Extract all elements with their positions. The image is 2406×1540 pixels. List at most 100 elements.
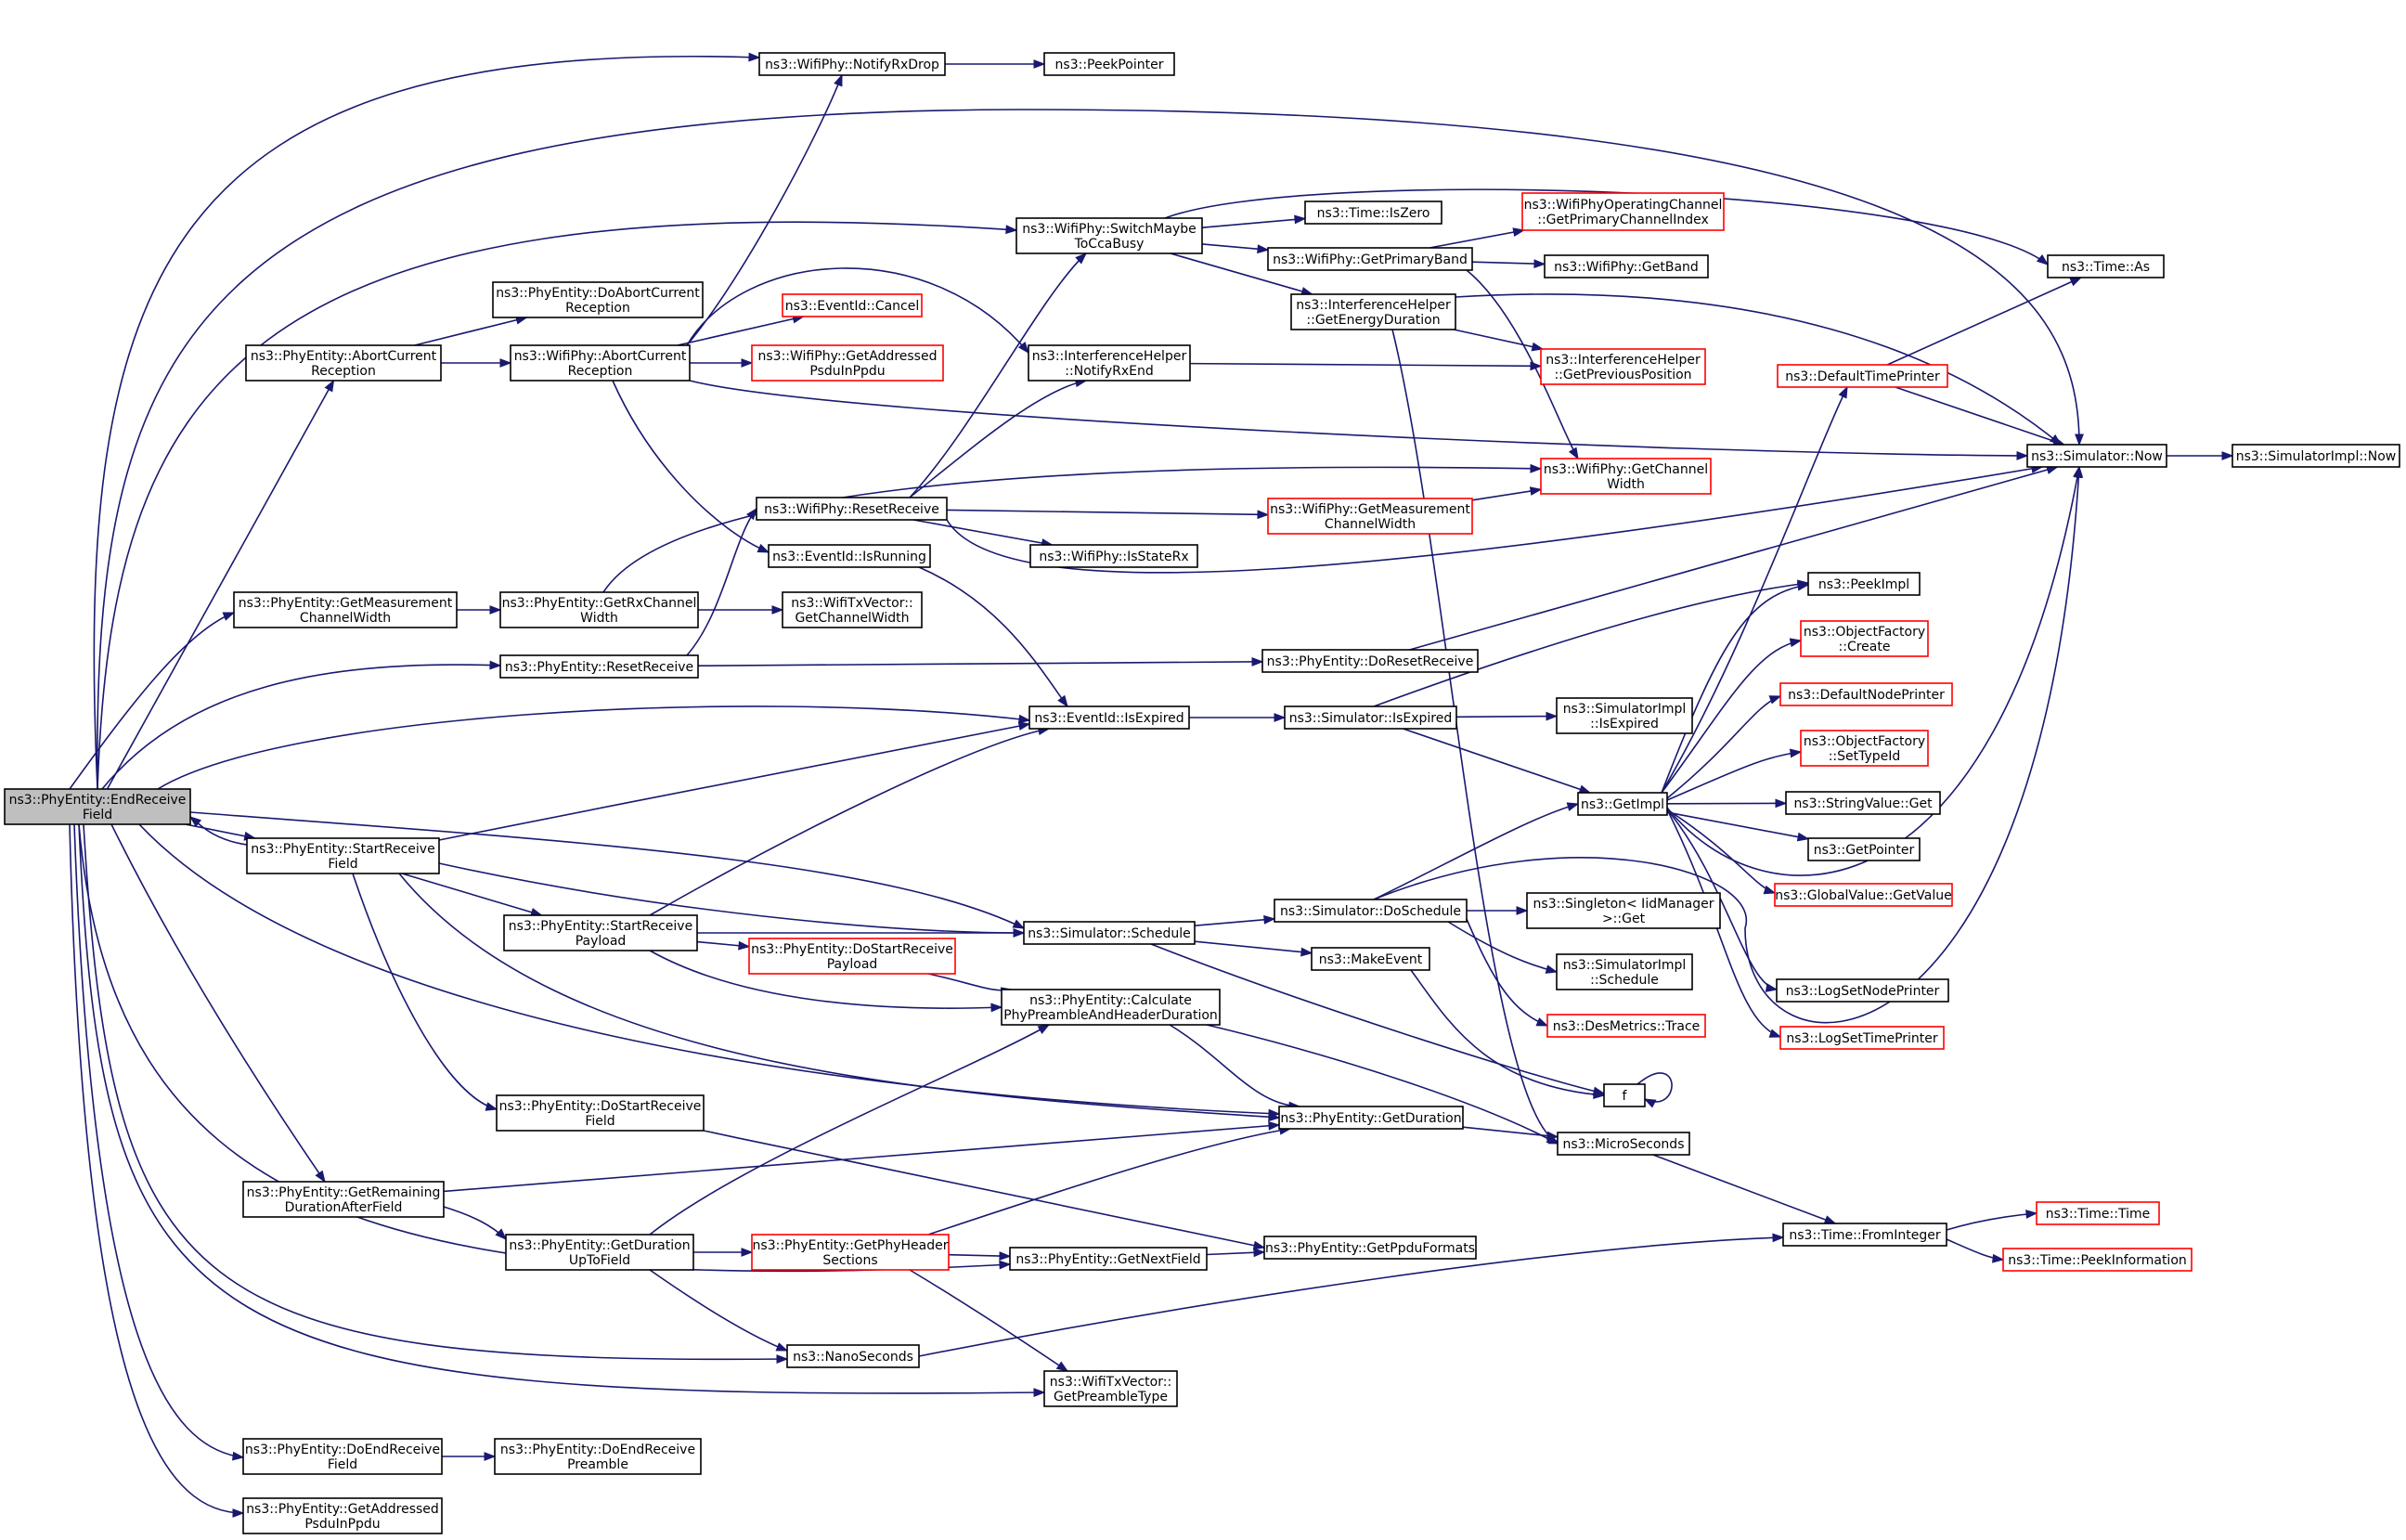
node-eventIdIsRunning[interactable]: ns3::EventId::IsRunning — [768, 544, 931, 568]
node-wpResetReceive[interactable]: ns3::WifiPhy::ResetReceive — [756, 497, 948, 521]
node-defaultNodePrinter[interactable]: ns3::DefaultNodePrinter — [1779, 682, 1953, 706]
edges-layer — [69, 52, 2234, 1518]
node-ihGetPrevPos[interactable]: ns3::InterferenceHelper::GetPreviousPosi… — [1540, 348, 1706, 385]
edge-wpAbortCurrent-to-eventIdIsRunning — [612, 380, 770, 553]
node-label-line: Width — [580, 611, 618, 626]
node-label-line: PsduInPpdu — [304, 1517, 380, 1532]
node-ihNotifyRxEnd[interactable]: ns3::InterferenceHelper::NotifyRxEnd — [1028, 344, 1191, 382]
edge-getImpl-to-getPointer — [1666, 811, 1810, 842]
node-peDoResetReceive[interactable]: ns3::PhyEntity::DoResetReceive — [1261, 649, 1479, 673]
node-label-line: Payload — [827, 957, 878, 972]
node-box — [1779, 1026, 1945, 1050]
node-simulatorNow[interactable]: ns3::Simulator::Now — [2026, 444, 2167, 468]
node-simImplIsExpired[interactable]: ns3::SimulatorImpl::IsExpired — [1556, 697, 1693, 734]
node-box — [492, 281, 704, 318]
node-nanoSeconds[interactable]: ns3::NanoSeconds — [786, 1344, 920, 1368]
node-simIsExpired[interactable]: ns3::Simulator::IsExpired — [1284, 705, 1457, 730]
node-logSetTimePrinter[interactable]: ns3::LogSetTimePrinter — [1779, 1026, 1945, 1050]
node-simDoSchedule[interactable]: ns3::Simulator::DoSchedule — [1274, 899, 1468, 923]
node-simSchedule[interactable]: ns3::Simulator::Schedule — [1023, 921, 1196, 945]
edge-getPrimaryBand-to-getBand — [1471, 259, 1546, 269]
node-simImplSchedule[interactable]: ns3::SimulatorImpl::Schedule — [1556, 953, 1693, 990]
node-timeAs[interactable]: ns3::Time::As — [2047, 254, 2165, 278]
edge-getImpl-to-stringValueGet — [1666, 798, 1788, 809]
node-simImplNow[interactable]: ns3::SimulatorImpl::Now — [2231, 444, 2400, 468]
edge-peGetPhyHeaderSections-to-peGetNextField — [948, 1251, 1012, 1261]
node-peGetRemaining[interactable]: ns3::PhyEntity::GetRemainingDurationAfte… — [242, 1181, 445, 1218]
node-peResetReceive[interactable]: ns3::PhyEntity::ResetReceive — [499, 654, 699, 679]
node-txvGetPreambleType[interactable]: ns3::WifiTxVector::GetPreambleType — [1043, 1370, 1178, 1407]
node-singletonGet[interactable]: ns3::Singleton< IidManager>::Get — [1526, 892, 1721, 929]
node-peGetMeasCW[interactable]: ns3::PhyEntity::GetMeasurementChannelWid… — [233, 591, 458, 628]
node-label-line: ns3::WifiPhy::GetBand — [1554, 260, 1699, 275]
node-box — [1807, 837, 1921, 861]
node-label-line: ns3::WifiPhy::GetAddressed — [758, 349, 938, 364]
node-getBand[interactable]: ns3::WifiPhy::GetBand — [1544, 254, 1709, 278]
node-getPrimaryBand[interactable]: ns3::WifiPhy::GetPrimaryBand — [1267, 247, 1473, 271]
node-peGetDuration[interactable]: ns3::PhyEntity::GetDuration — [1278, 1106, 1464, 1130]
node-f[interactable]: f — [1603, 1083, 1646, 1107]
node-getPrimaryChIdx[interactable]: ns3::WifiPhyOperatingChannel::GetPrimary… — [1521, 192, 1725, 231]
node-peGetPpduFormats[interactable]: ns3::PhyEntity::GetPpduFormats — [1263, 1236, 1477, 1260]
node-makeEvent[interactable]: ns3::MakeEvent — [1311, 947, 1430, 971]
edge-simDoSchedule-to-getImpl — [1373, 802, 1580, 900]
node-logSetNodePrinter[interactable]: ns3::LogSetNodePrinter — [1776, 978, 1949, 1003]
node-stringValueGet[interactable]: ns3::StringValue::Get — [1785, 791, 1941, 815]
edge-simDoSchedule-to-desMetricsTrace — [1466, 918, 1549, 1027]
node-defaultTimePrinter[interactable]: ns3::DefaultTimePrinter — [1777, 364, 1948, 388]
node-getPointer[interactable]: ns3::GetPointer — [1807, 837, 1921, 861]
node-label-line: ::GetEnergyDuration — [1306, 313, 1440, 328]
node-globalValueGetValue[interactable]: ns3::GlobalValue::GetValue — [1774, 883, 1953, 907]
node-peCalcPreamble[interactable]: ns3::PhyEntity::CalculatePhyPreambleAndH… — [1001, 989, 1221, 1026]
node-timeTime[interactable]: ns3::Time::Time — [2036, 1201, 2160, 1225]
node-objFactorySetTypeId[interactable]: ns3::ObjectFactory::SetTypeId — [1800, 730, 1929, 767]
edge-peGetPhyHeaderSections-to-txvGetPreambleType — [909, 1269, 1069, 1372]
node-wpGetChannelWidth[interactable]: ns3::WifiPhy::GetChannelWidth — [1540, 458, 1712, 495]
node-eventIdIsExpired[interactable]: ns3::EventId::IsExpired — [1028, 705, 1190, 730]
node-label-line: ns3::MakeEvent — [1319, 952, 1423, 967]
node-label-line: ns3::InterferenceHelper — [1032, 349, 1187, 364]
edge-switchMaybe-to-getPrimaryBand — [1201, 243, 1270, 254]
node-box — [1043, 52, 1175, 76]
node-getImpl[interactable]: ns3::GetImpl — [1577, 792, 1668, 816]
node-box — [1261, 649, 1479, 673]
node-eventIdCancel[interactable]: ns3::EventId::Cancel — [782, 293, 923, 317]
node-box — [1777, 364, 1948, 388]
node-microSeconds[interactable]: ns3::MicroSeconds — [1557, 1132, 1690, 1156]
node-peekPointer[interactable]: ns3::PeekPointer — [1043, 52, 1175, 76]
edge-peStartReceivePayload-to-peDoStartReceivePayload — [696, 940, 751, 951]
node-objFactoryCreate[interactable]: ns3::ObjectFactory::Create — [1800, 620, 1929, 657]
node-box — [1304, 201, 1442, 225]
edge-wpAbortCurrent-to-ihNotifyRxEnd — [686, 267, 1029, 355]
node-peekImpl[interactable]: ns3::PeekImpl — [1807, 572, 1921, 596]
edge-peDoResetReceive-to-simulatorNow — [1409, 465, 2059, 651]
node-box — [1782, 1223, 1947, 1247]
node-wpIsStateRx[interactable]: ns3::WifiPhy::IsStateRx — [1029, 544, 1198, 568]
node-timePeekInformation[interactable]: ns3::Time::PeekInformation — [2002, 1248, 2193, 1272]
node-peGetNextField[interactable]: ns3::PhyEntity::GetNextField — [1009, 1247, 1208, 1271]
node-txvGetCW[interactable]: ns3::WifiTxVector::GetChannelWidth — [782, 591, 923, 628]
node-timeFromInteger[interactable]: ns3::Time::FromInteger — [1782, 1223, 1947, 1247]
node-ihGetEnergyDuration[interactable]: ns3::InterferenceHelper::GetEnergyDurati… — [1290, 293, 1456, 330]
node-label-line: ns3::WifiPhy::GetMeasurement — [1270, 502, 1470, 517]
node-desMetricsTrace[interactable]: ns3::DesMetrics::Trace — [1546, 1014, 1706, 1038]
node-timeIsZero[interactable]: ns3::Time::IsZero — [1304, 201, 1442, 225]
node-notifyRxDrop[interactable]: ns3::WifiPhy::NotifyRxDrop — [758, 52, 946, 76]
